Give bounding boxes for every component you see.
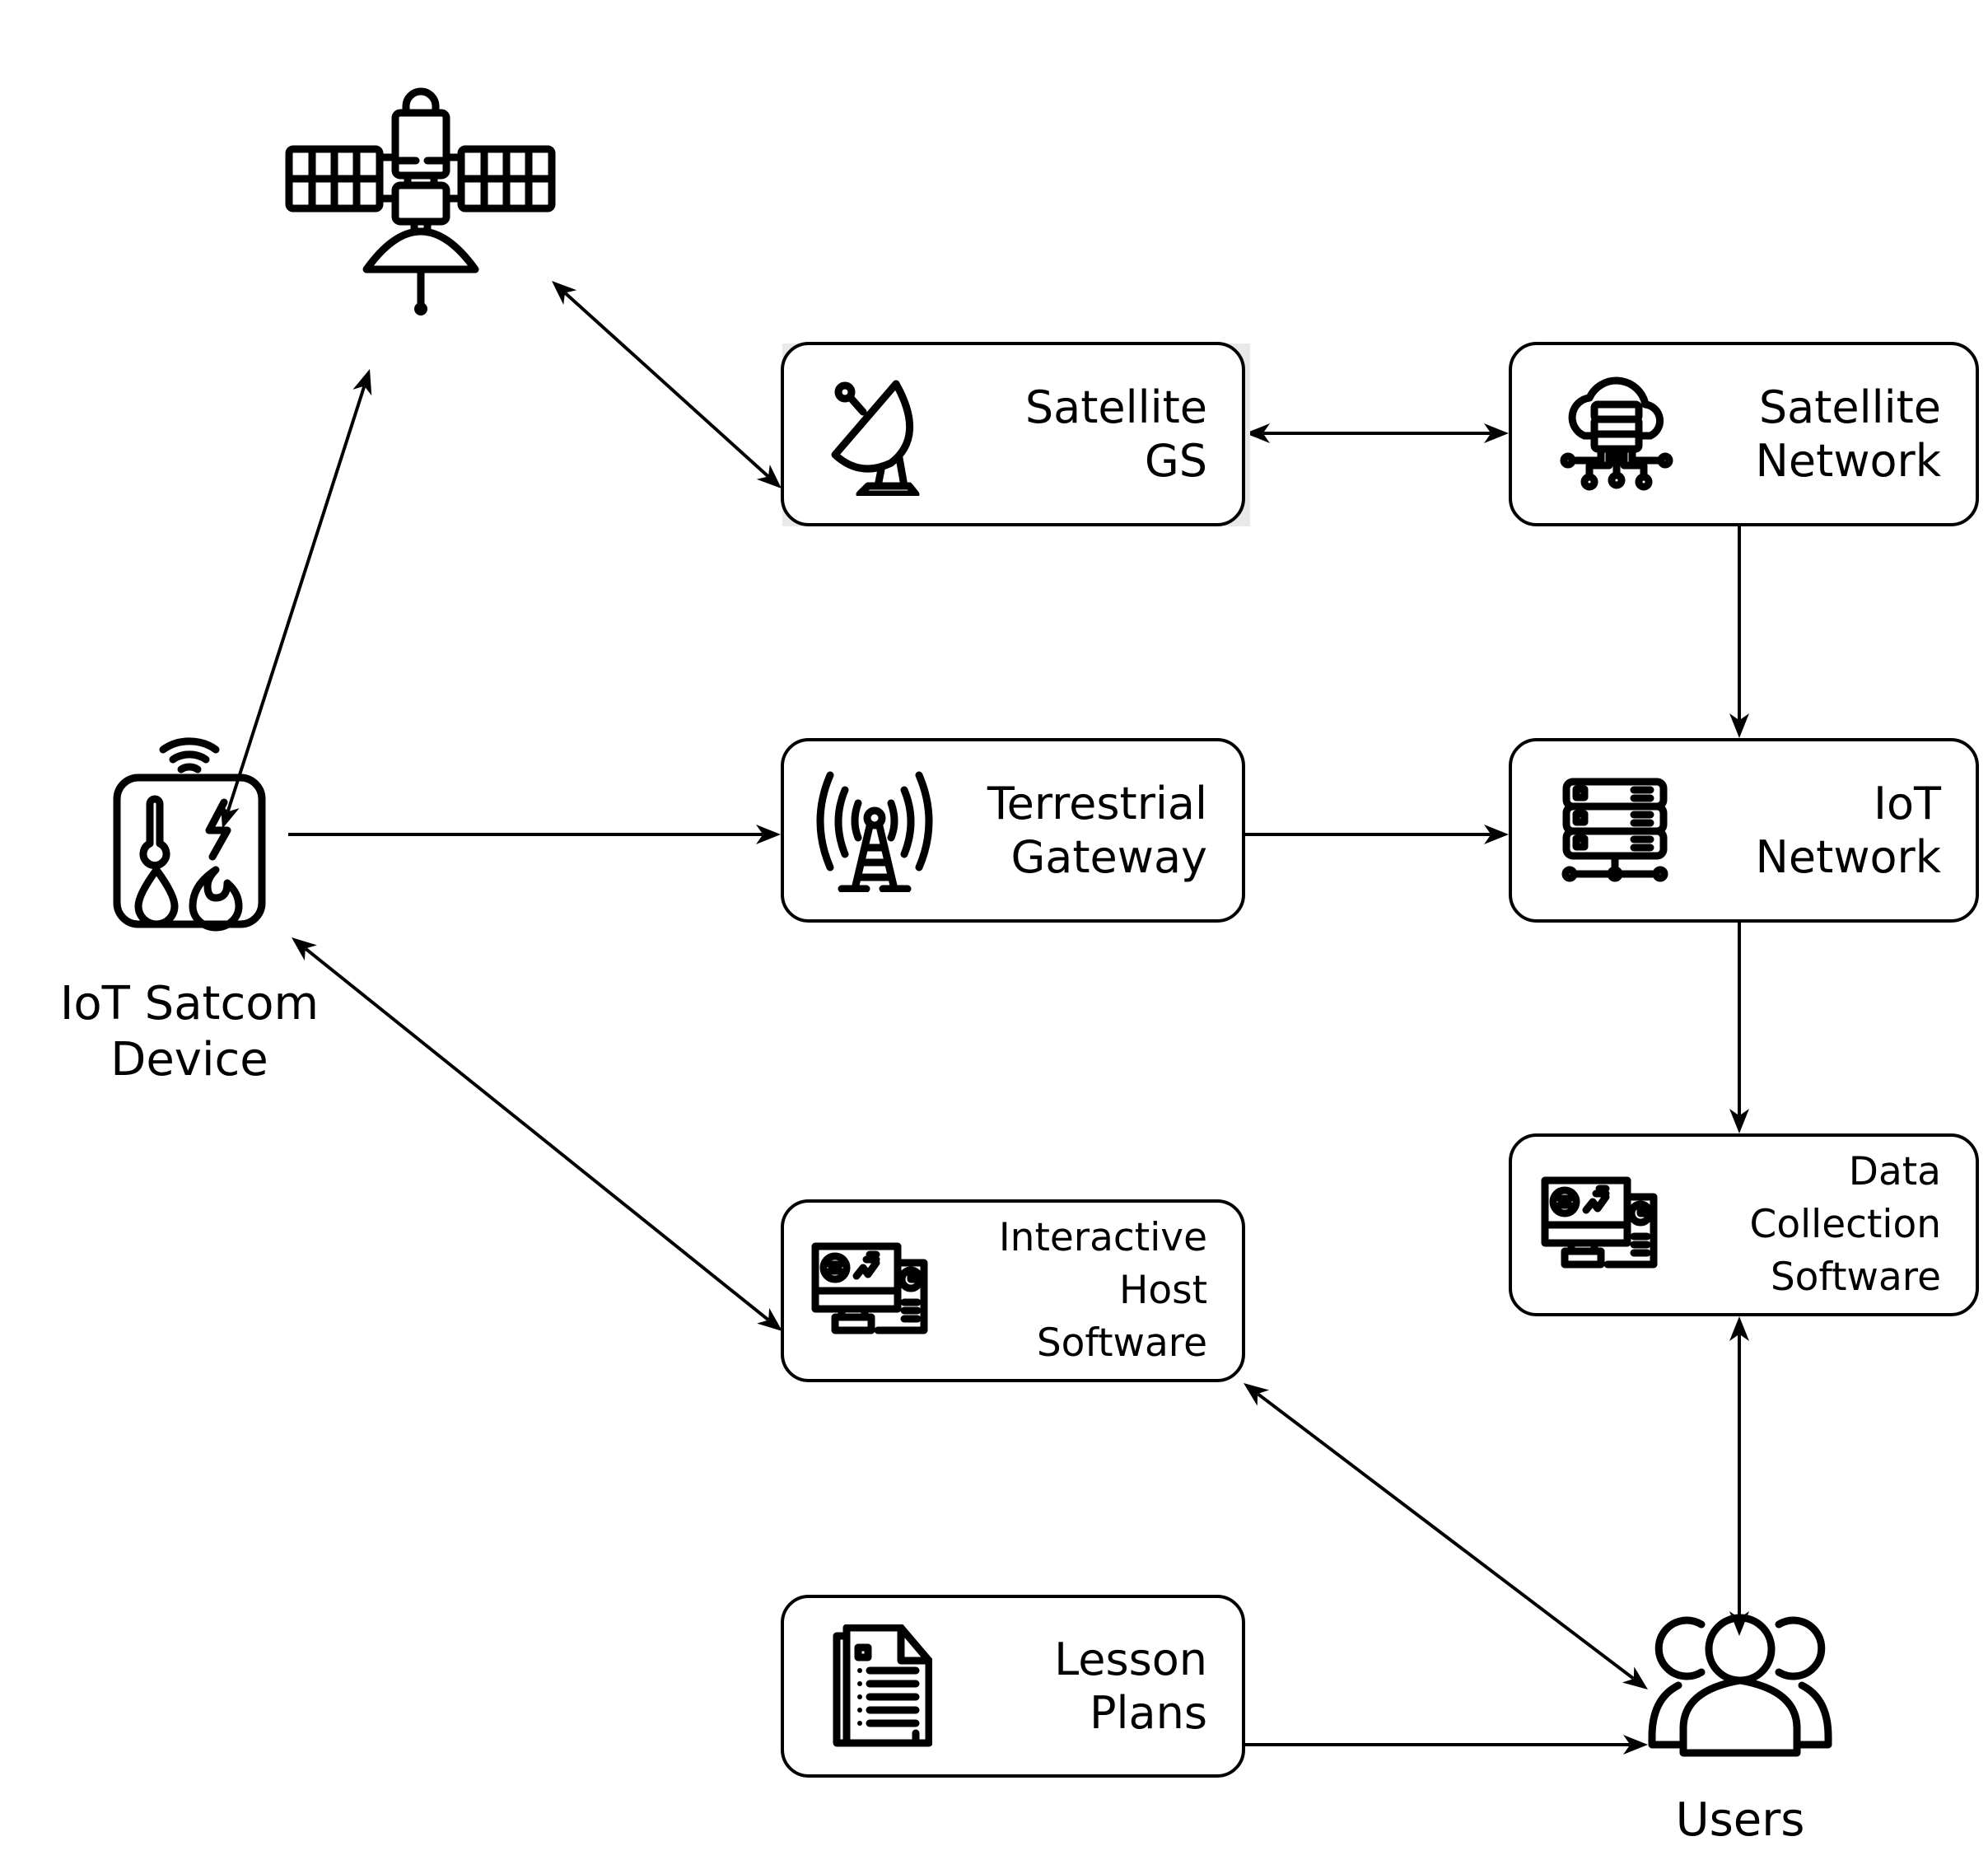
interactive-host-software-node[interactable]: Interactive Host Software	[781, 1199, 1245, 1382]
lesson-plans-label: Lesson Plans	[1054, 1633, 1207, 1739]
edge-iot-network-to-data-collection-software	[1729, 923, 1749, 1133]
satellite-gs-label: Satellite GS	[1024, 381, 1207, 487]
satellite-network-node[interactable]: Satellite Network	[1509, 342, 1979, 526]
server-rack-icon	[1561, 778, 1668, 882]
iot-satcom-device[interactable]	[107, 725, 272, 932]
connector-line	[226, 386, 366, 812]
edge-lesson-plans-to-users	[1245, 1735, 1648, 1755]
data-collection-software-node[interactable]: Data Collection Software	[1509, 1133, 1979, 1316]
arrowhead	[1729, 1316, 1749, 1341]
arrowhead	[292, 937, 317, 961]
data-collection-software-label: Data Collection Software	[1749, 1149, 1941, 1300]
satellite-icon	[285, 87, 556, 315]
lesson-plans-node[interactable]: Lesson Plans	[781, 1595, 1245, 1778]
edge-iot-device-to-terrestrial-gateway	[288, 825, 781, 844]
arrowhead	[756, 464, 782, 488]
edge-satellite-gs-to-satellite-network	[1245, 423, 1509, 443]
arrowhead	[1623, 1735, 1648, 1755]
arrowhead	[757, 1307, 782, 1331]
users-node[interactable]	[1647, 1613, 1833, 1758]
edge-satellite-to-satellite-gs	[552, 281, 782, 488]
cloud-server-icon	[1560, 376, 1673, 491]
users-group-icon	[1648, 1614, 1832, 1757]
arrowhead	[1729, 1109, 1749, 1133]
arrowhead	[1622, 1666, 1648, 1689]
edge-satellite-network-to-iot-network	[1729, 526, 1749, 738]
iot-satcom-device-label: IoT Satcom Device	[59, 977, 320, 1087]
connector-line	[304, 947, 770, 1321]
arrowhead	[552, 281, 577, 306]
iot-sensor-device-icon	[113, 737, 266, 932]
iot-network-node[interactable]: IoT Network	[1509, 738, 1979, 923]
arrowhead	[1729, 713, 1749, 738]
arrowhead	[1484, 423, 1509, 443]
users-label: Users	[1675, 1793, 1805, 1847]
edge-iot-device-to-interactive-host-software	[292, 937, 782, 1331]
dashboard-computer-icon	[1541, 1176, 1658, 1269]
interactive-host-software-label: Interactive Host Software	[998, 1215, 1207, 1366]
documents-icon	[833, 1624, 932, 1747]
edge-data-collection-software-to-users	[1729, 1316, 1749, 1636]
arrowhead	[352, 369, 372, 396]
dashboard-computer-icon	[811, 1242, 928, 1334]
arrowhead	[1244, 1383, 1270, 1406]
connector-line	[563, 292, 770, 478]
terrestrial-gateway-label: Terrestrial Gateway	[987, 778, 1207, 883]
arrowhead	[756, 825, 781, 844]
satellite-dish-icon	[831, 380, 920, 496]
edge-satellite-to-iot-device	[220, 369, 372, 829]
radio-tower-icon	[816, 771, 933, 892]
arrowhead	[1245, 423, 1270, 443]
terrestrial-gateway-node[interactable]: Terrestrial Gateway	[781, 738, 1245, 923]
edge-terrestrial-gateway-to-iot-network	[1245, 825, 1509, 844]
arrowhead	[1484, 825, 1509, 844]
edge-interactive-host-software-to-users	[1244, 1383, 1648, 1689]
arrowhead	[220, 801, 240, 829]
satellite-network-label: Satellite Network	[1755, 381, 1941, 487]
satellite-gs-node[interactable]: Satellite GS	[781, 342, 1245, 526]
iot-network-label: IoT Network	[1755, 778, 1941, 883]
connector-line	[1257, 1392, 1635, 1680]
